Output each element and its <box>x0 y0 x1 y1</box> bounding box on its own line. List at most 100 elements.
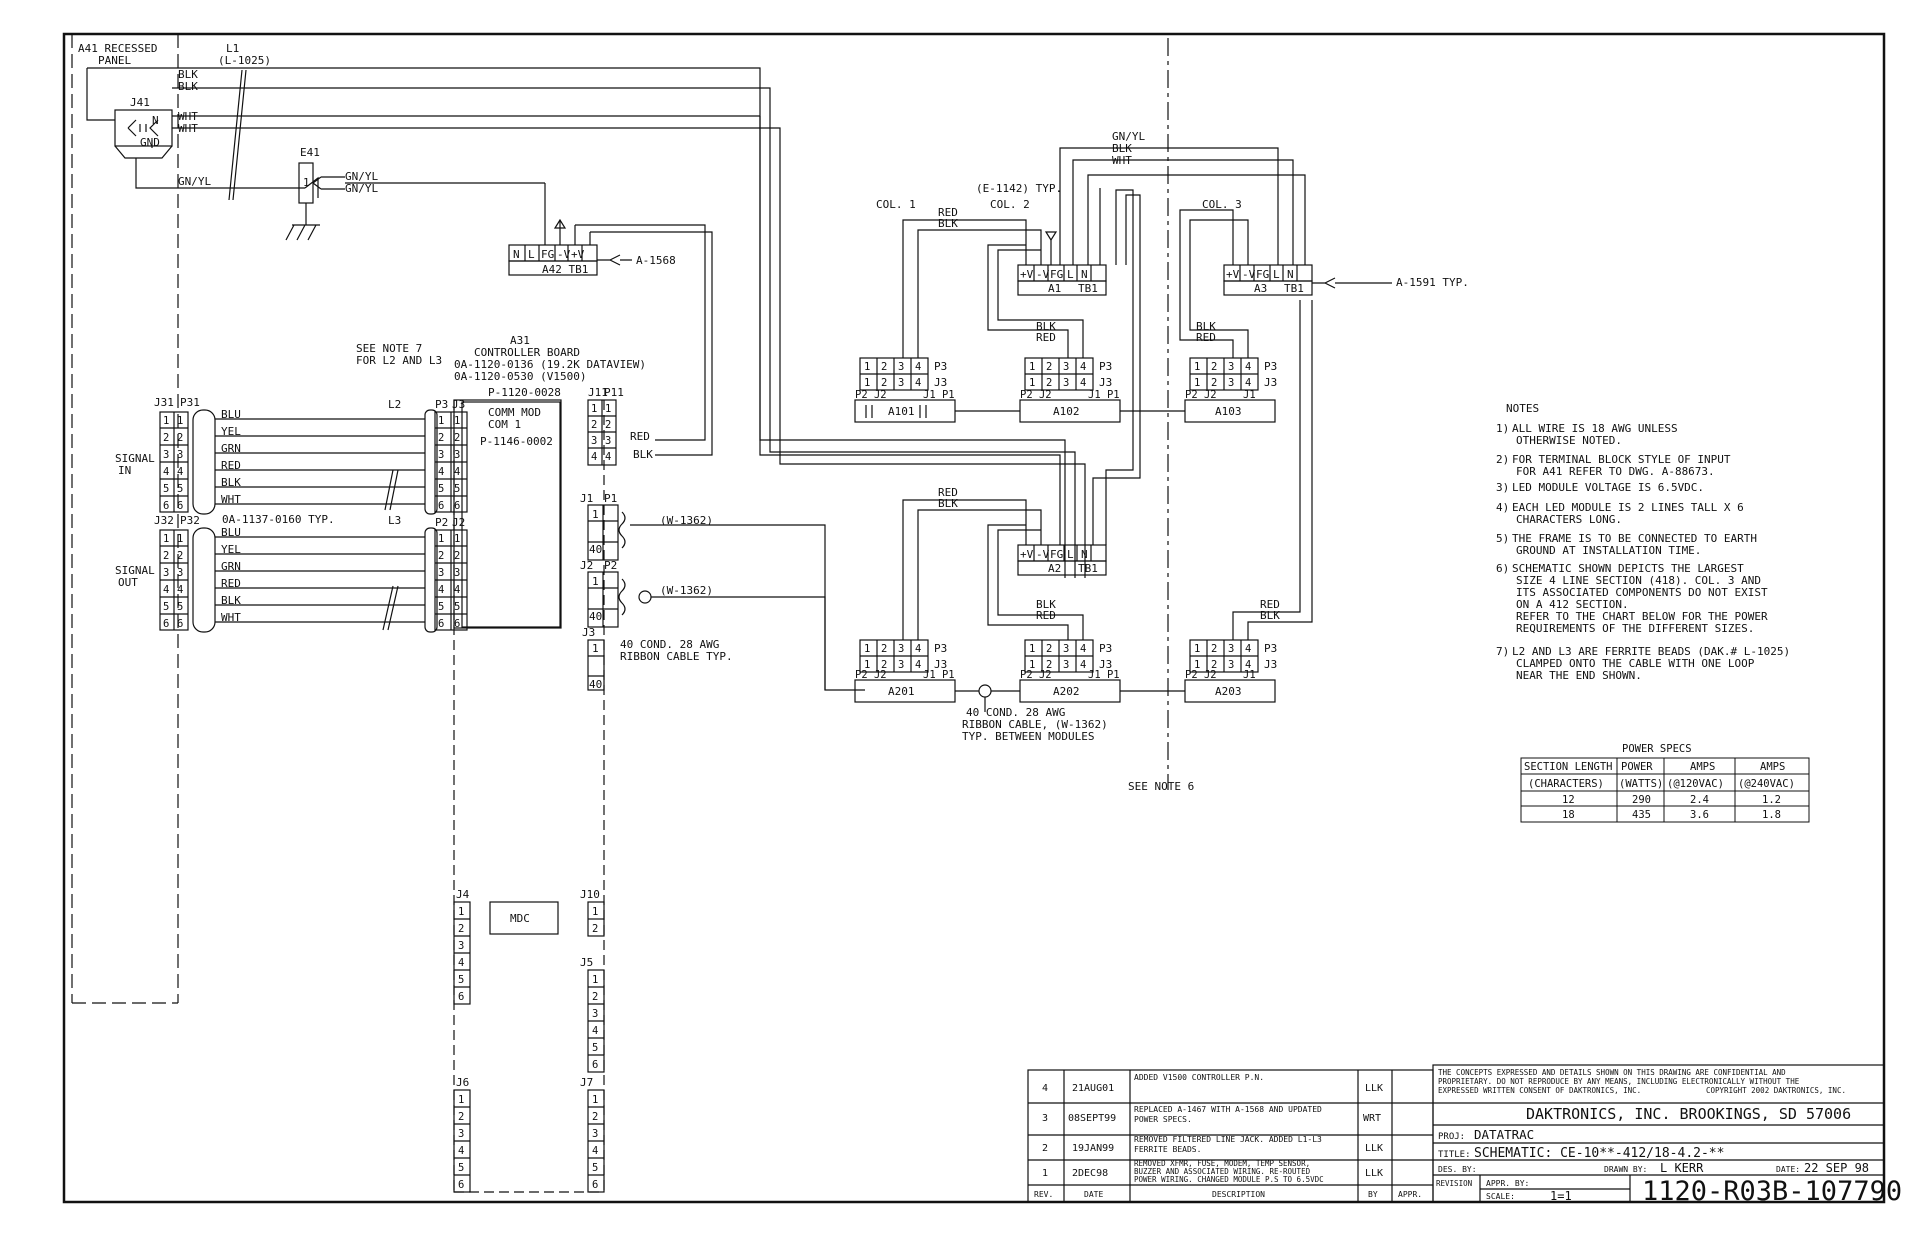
j5-pin: 4 <box>592 1025 598 1037</box>
sig-out-p-pin: 4 <box>177 584 183 596</box>
ctrl-j7: J7 <box>580 1076 593 1089</box>
j7-pin: 1 <box>592 1094 598 1106</box>
tb-a42-term-l: L <box>528 248 535 261</box>
signal-in-j: J31 <box>154 396 174 409</box>
des-label: DES. BY: <box>1438 1165 1477 1174</box>
signal-out-2: OUT <box>118 576 138 589</box>
ps-r2-2: 3.6 <box>1690 809 1709 821</box>
rev2-desc-2: FERRITE BEADS. <box>1134 1145 1201 1154</box>
sig-in-blk: BLK <box>221 476 241 489</box>
signal-in-p: P31 <box>180 396 200 409</box>
rev3-by: WRT <box>1363 1113 1381 1124</box>
j7-pin: 3 <box>592 1128 598 1140</box>
sig-out-red: RED <box>221 577 241 590</box>
note-6-l4: ON A 412 SECTION. <box>1516 598 1629 611</box>
note-7-num: 7) <box>1496 645 1509 658</box>
tb-a3-posv: +V <box>1226 268 1240 281</box>
module-p3-pin: 1 <box>1194 361 1200 373</box>
signal-cable: 0A-1137-0160 TYP. <box>222 513 335 526</box>
ctrl-j3-1: 1 <box>592 642 599 655</box>
note-6-l5: REFER TO THE CHART BELOW FOR THE POWER <box>1516 610 1768 623</box>
revision-table: 4 21AUG01 ADDED V1500 CONTROLLER P.N. LL… <box>1034 1073 1422 1199</box>
signal-in-2: IN <box>118 464 131 477</box>
sig-out-p-pin: 6 <box>177 618 183 630</box>
module-j1p1-label: J1 <box>1243 389 1256 401</box>
sig-in-grn: GRN <box>221 442 241 455</box>
module-j3-pin: 1 <box>864 377 870 389</box>
power-specs-title: POWER SPECS <box>1622 743 1692 755</box>
p11-pin: 1 <box>605 403 611 415</box>
a202-blk: BLK <box>1036 598 1056 611</box>
proj-value: DATATRAC <box>1474 1127 1534 1142</box>
module-p2j2-label: P2 J2 <box>1185 389 1217 401</box>
module-p2j2-label: P2 J2 <box>855 389 887 401</box>
a103-p3: P3 <box>1264 360 1277 373</box>
module-p3-pin: 3 <box>898 361 904 373</box>
tb-a2-negv: -V <box>1036 548 1050 561</box>
e41-label: E41 <box>300 146 320 159</box>
module-j1p1-label: J1 P1 <box>1088 669 1120 681</box>
sig-out-ctrl-p-pin: 3 <box>438 567 444 579</box>
rev4-num: 4 <box>1042 1083 1048 1094</box>
sig-out-ctrl-j-pin: 3 <box>454 567 460 579</box>
rev4-desc-1: ADDED V1500 CONTROLLER P.N. <box>1134 1073 1264 1082</box>
proj-label: PROJ: <box>1438 1132 1465 1142</box>
sig-out-j-pin: 3 <box>163 567 169 579</box>
rev1-by: LLK <box>1365 1168 1383 1179</box>
controller-name: CONTROLLER BOARD <box>474 346 580 359</box>
a201-j3: J3 <box>934 658 947 671</box>
module-p3-pin: 4 <box>1245 643 1251 655</box>
j6-pin: 1 <box>458 1094 464 1106</box>
sig-out-ctrl-p-pin: 6 <box>438 618 444 630</box>
signal-in-1: SIGNAL <box>115 452 155 465</box>
rev1-date: 2DEC98 <box>1072 1168 1108 1179</box>
controller-pn2: 0A-1120-0530 (V1500) <box>454 370 586 383</box>
sig-in-j-pin: 4 <box>163 466 169 478</box>
sig-in-j-pin: 3 <box>163 449 169 461</box>
rev-h-rev: REV. <box>1034 1190 1053 1199</box>
sig-in-wht: WHT <box>221 493 241 506</box>
j4-pin: 1 <box>458 906 464 918</box>
rev2-num: 2 <box>1042 1143 1048 1154</box>
ps-r1-3: 1.2 <box>1762 794 1781 806</box>
note-3-l1: LED MODULE VOLTAGE IS 6.5VDC. <box>1512 481 1704 494</box>
ps-h1-0: SECTION LENGTH <box>1524 761 1613 773</box>
module-j3-pin: 3 <box>898 377 904 389</box>
j6-pin: 5 <box>458 1162 464 1174</box>
module-p3-pin: 3 <box>1228 643 1234 655</box>
tb-a3-negv: -V <box>1242 268 1256 281</box>
module-p3-pin: 4 <box>1080 643 1086 655</box>
j5-pin: 3 <box>592 1008 598 1020</box>
ctrl-j2-1: 1 <box>592 575 599 588</box>
ctrl-j3: J3 <box>452 398 465 411</box>
rev3-desc-2: POWER SPECS. <box>1134 1115 1192 1124</box>
module-p3-pin: 4 <box>1080 361 1086 373</box>
ps-r2-3: 1.8 <box>1762 809 1781 821</box>
module-p3-pin: 2 <box>1211 361 1217 373</box>
col3-label: COL. 3 <box>1202 198 1242 211</box>
module-j3-pin: 1 <box>1194 659 1200 671</box>
sig-in-ctrl-p-pin: 3 <box>438 449 444 461</box>
j41-n: N <box>152 114 159 127</box>
j4-pin: 5 <box>458 974 464 986</box>
j4-pin: 4 <box>458 957 464 969</box>
ps-r1-2: 2.4 <box>1690 794 1709 806</box>
ps-h1-2: AMPS <box>1690 761 1715 773</box>
sig-out-blk: BLK <box>221 594 241 607</box>
col1-red: RED <box>938 206 958 219</box>
module-j1p1-label: J1 <box>1243 669 1256 681</box>
a102-blk: BLK <box>1036 320 1056 333</box>
power-specs-table: POWER SPECS SECTION LENGTH POWER AMPS AM… <box>1524 743 1795 821</box>
sig-in-p-pin: 6 <box>177 500 183 512</box>
date-value: 22 SEP 98 <box>1804 1161 1869 1175</box>
module-p3-pin: 2 <box>1046 643 1052 655</box>
rev3-date: 08SEPT99 <box>1068 1113 1116 1124</box>
drawing-number: 1120-R03B-107790 <box>1642 1176 1902 1207</box>
col1-label: COL. 1 <box>876 198 916 211</box>
ps-r1-0: 12 <box>1562 794 1575 806</box>
j11-red: RED <box>630 430 650 443</box>
sig-out-yel: YEL <box>221 543 241 556</box>
module-j3-pin: 4 <box>915 659 921 671</box>
sig-out-p-pin: 3 <box>177 567 183 579</box>
a2-blk: BLK <box>938 497 958 510</box>
